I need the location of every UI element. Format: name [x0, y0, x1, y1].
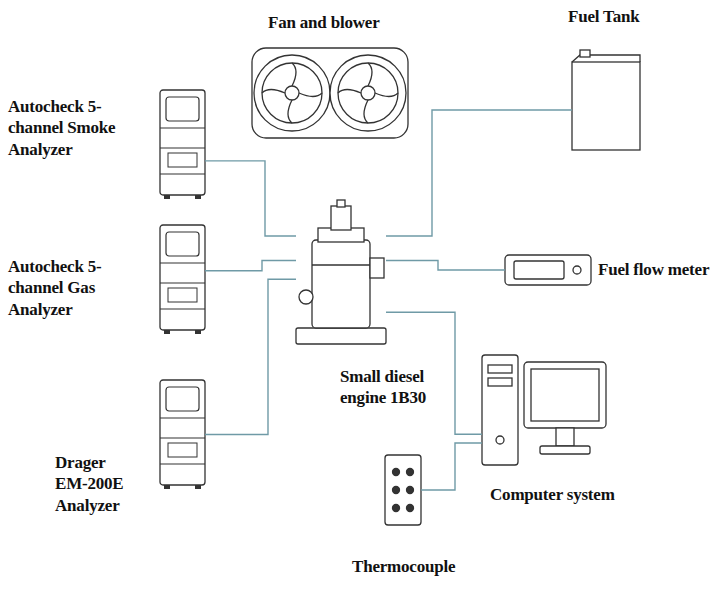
device-label: Fuel flow meter: [598, 259, 709, 280]
gas-analyzer-icon: [160, 225, 205, 334]
connection-line: [421, 443, 482, 490]
smoke-analyzer-node: Autocheck 5-channel Smoke Analyzer: [160, 90, 205, 199]
engine-icon: [296, 200, 386, 344]
computer-icon: [482, 355, 606, 465]
fuel-flow-meter-node: Fuel flow meter: [505, 255, 591, 285]
fan-icon: [252, 48, 408, 138]
device-label: Small diesel engine 1B30: [340, 366, 440, 409]
thermocouple-node: Thermocouple: [385, 455, 421, 525]
connection-line: [386, 110, 572, 236]
connection-line: [205, 261, 296, 271]
diesel-engine-node: Small diesel engine 1B30: [296, 200, 386, 344]
smoke-analyzer-icon: [160, 90, 205, 199]
device-label: Autocheck 5-channel Smoke Analyzer: [8, 96, 126, 160]
computer-system-node: Computer system: [482, 355, 606, 465]
connection-line: [205, 161, 296, 236]
device-label: Fan and blower: [268, 12, 380, 33]
drager-analyzer-icon: [160, 380, 205, 489]
device-label: Drager EM-200E Analyzer: [55, 452, 137, 516]
drager-analyzer-node: Drager EM-200E Analyzer: [160, 380, 205, 489]
thermocouple-icon: [385, 455, 421, 525]
fuel-tank-icon: [572, 50, 640, 150]
device-label: Fuel Tank: [568, 6, 639, 27]
flow-meter-icon: [505, 255, 591, 285]
device-label: Thermocouple: [352, 556, 455, 577]
fuel-tank-node: Fuel Tank: [572, 50, 640, 150]
connection-line: [205, 279, 296, 434]
device-label: Autocheck 5-channel Gas Analyzer: [8, 256, 126, 320]
fan-blower-node: Fan and blower: [252, 48, 408, 138]
gas-analyzer-node: Autocheck 5-channel Gas Analyzer: [160, 225, 205, 334]
connection-line: [386, 261, 505, 271]
device-label: Computer system: [490, 484, 615, 505]
